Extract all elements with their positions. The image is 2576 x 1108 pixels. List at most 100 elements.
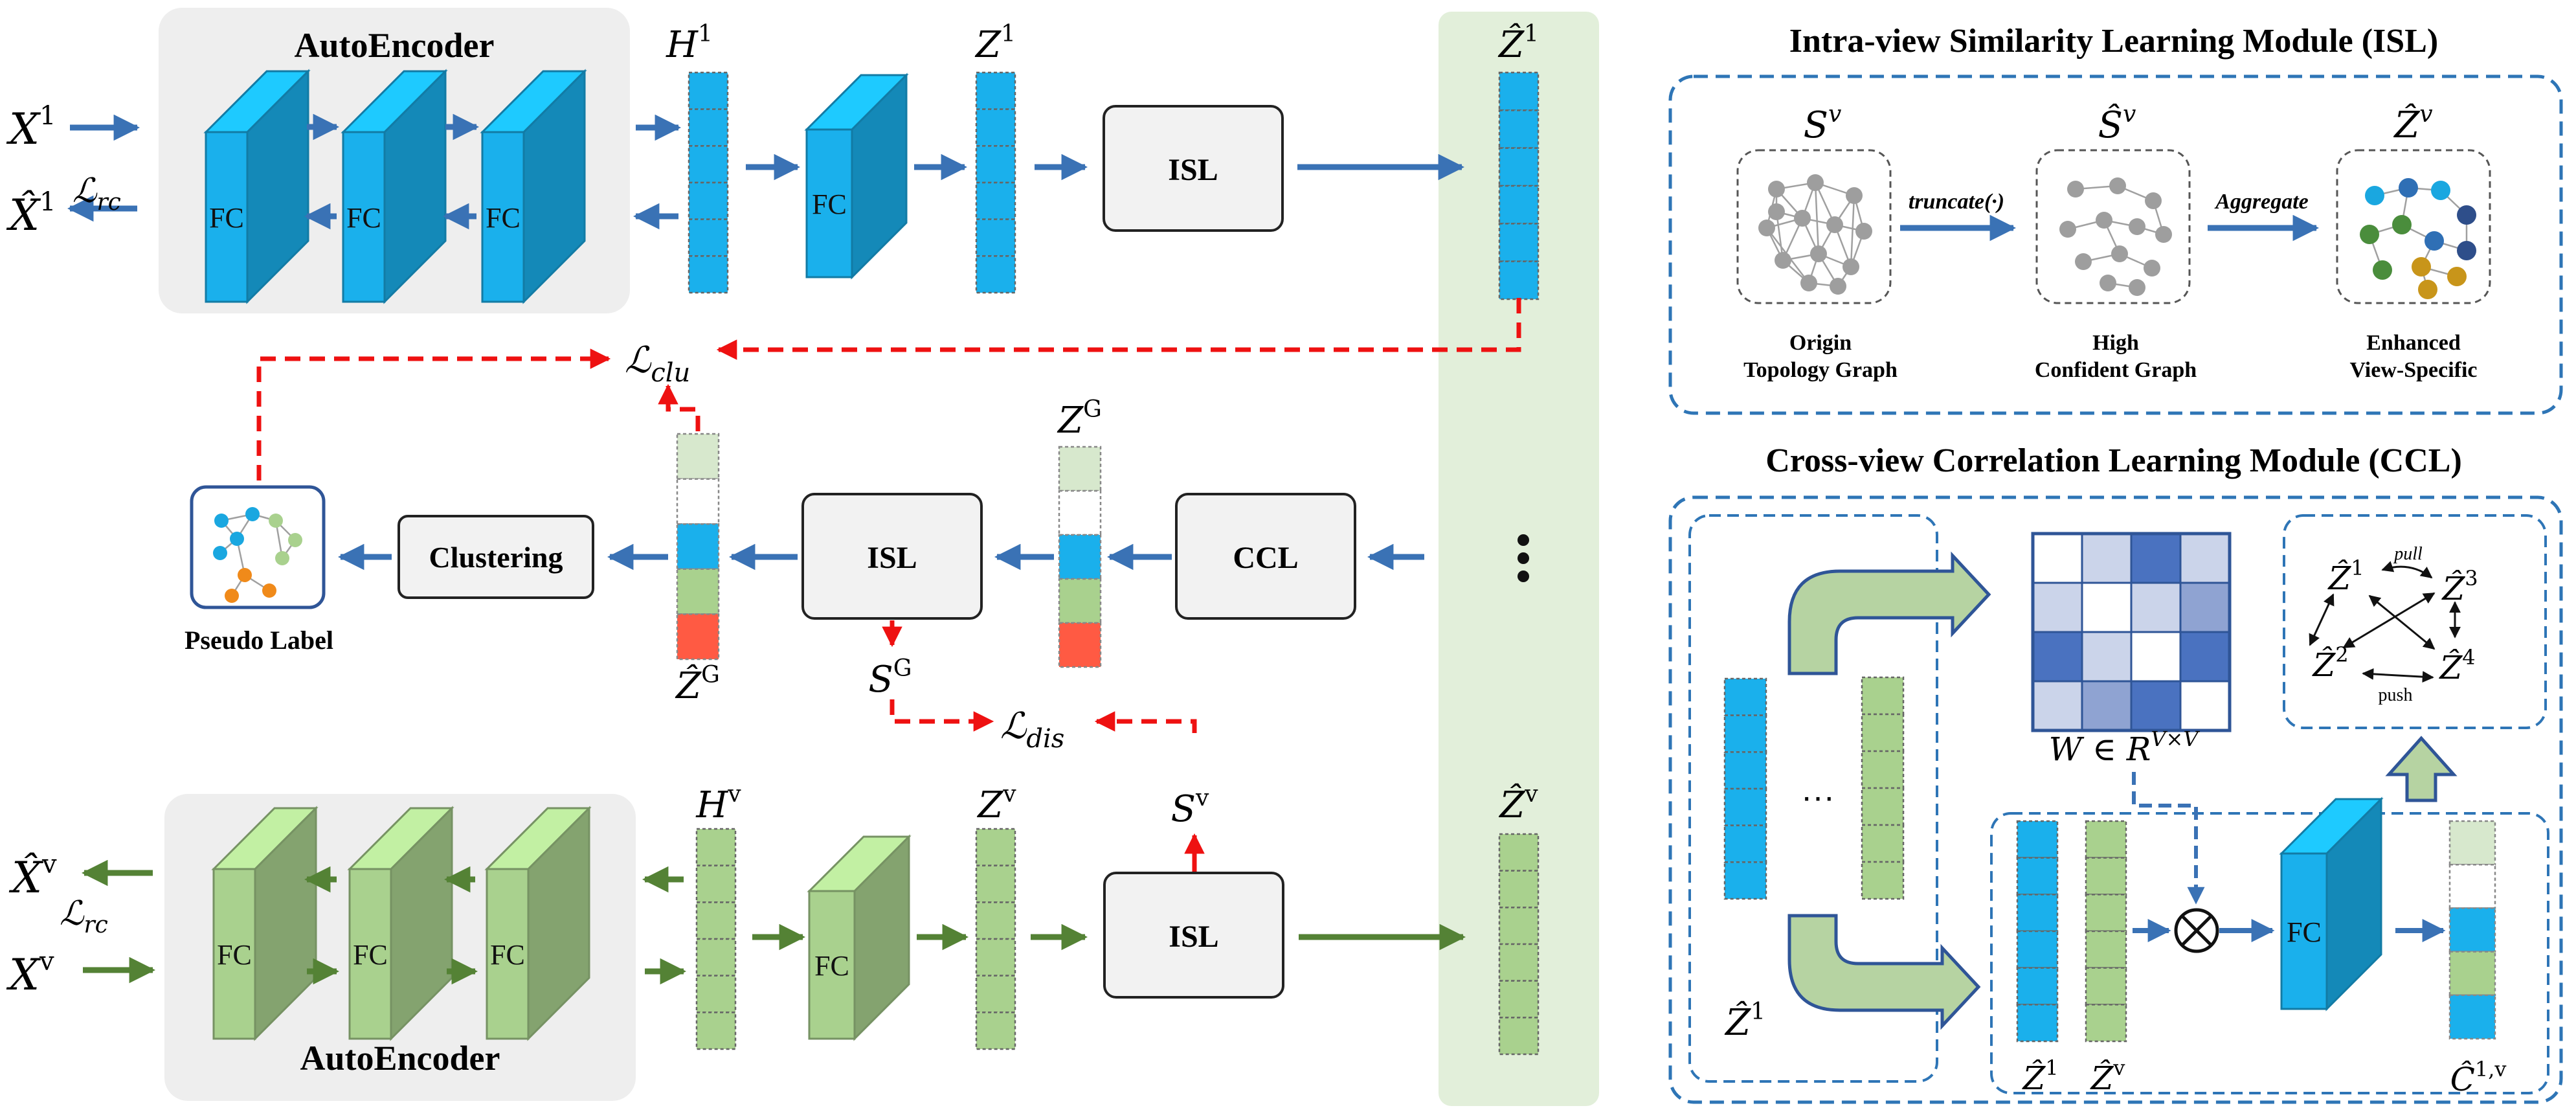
matrix-cell xyxy=(2130,532,2182,584)
graph-node xyxy=(275,551,289,565)
matrix-cell xyxy=(2032,631,2083,683)
graph-node xyxy=(1800,275,1817,291)
rel-pull-label: pull xyxy=(2393,544,2423,564)
isl-zhatv-label: Ẑv xyxy=(2393,101,2432,146)
vector-cell xyxy=(975,828,1016,866)
vector-cell xyxy=(1498,147,1540,187)
vector-cell xyxy=(2085,820,2127,859)
z1-vector xyxy=(975,71,1016,294)
c1v-label: Ĉ1,v xyxy=(2450,1057,2507,1098)
graph-node xyxy=(2365,186,2384,205)
matrix-cell xyxy=(2032,680,2083,732)
graph-node xyxy=(1768,181,1785,198)
matrix-border xyxy=(2031,532,2232,732)
zhatg-vector xyxy=(676,433,720,661)
pseudo-label-icon xyxy=(213,507,302,603)
vector-cell xyxy=(975,901,1016,940)
graph-node xyxy=(1842,258,1859,275)
xv-hat-label: X̂v xyxy=(8,850,57,903)
graph-node xyxy=(1775,252,1791,269)
vector-cell xyxy=(688,71,729,110)
vector-cell xyxy=(1861,713,1905,752)
isl-shatv-label: Ŝv xyxy=(2098,101,2136,146)
graph-edge xyxy=(1850,195,1855,267)
fusion-zv-vector xyxy=(2085,820,2127,1043)
loss-dis: ℒdis xyxy=(1000,705,1064,754)
graph-node xyxy=(2111,245,2128,262)
clustering-box xyxy=(398,515,594,599)
autoencoder-title-bottom: AutoEncoder xyxy=(300,1039,500,1078)
graph-node xyxy=(2129,218,2145,235)
fc-front-face xyxy=(2280,852,2328,1010)
isl-module-box xyxy=(1668,74,2563,415)
vector-cell xyxy=(975,975,1016,1013)
graph-node xyxy=(2447,267,2467,286)
sv-label: Sv xyxy=(1171,785,1209,830)
graph-node xyxy=(288,533,302,547)
truncate-label: truncate(·) xyxy=(1909,190,2004,214)
vector-cell xyxy=(975,1012,1016,1050)
fusion-zv-label: Ẑv xyxy=(2090,1056,2125,1097)
graph-node xyxy=(2425,231,2444,251)
zhat1-label: Ẑ1 xyxy=(1497,21,1539,66)
graph-node xyxy=(1826,216,1843,233)
graph-node xyxy=(2392,215,2412,234)
vector-cell xyxy=(1861,750,1905,789)
fusion-z1-label: Ẑ1 xyxy=(2021,1056,2058,1097)
vector-cell xyxy=(1058,534,1102,580)
rel-z2: Ẑ2 xyxy=(2311,642,2348,684)
graph-node xyxy=(213,546,227,560)
zhatg-label: ẐG xyxy=(675,662,720,707)
graph-node xyxy=(230,532,244,546)
top-fc-encoder: FC xyxy=(804,73,909,280)
rel-z1: Ẑ1 xyxy=(2327,556,2364,597)
confident-caption-2: Confident Graph xyxy=(2035,358,2197,382)
zg-vector xyxy=(1058,446,1102,668)
c1v-vector xyxy=(2448,820,2496,1040)
graph-node xyxy=(2144,260,2160,277)
vector-cell xyxy=(695,1012,737,1050)
graph-node xyxy=(2059,221,2076,238)
w-label: W ∈ RV×V xyxy=(2049,727,2201,768)
ccl-dots: ··· xyxy=(1801,778,1835,816)
vector-cell xyxy=(2016,894,2059,933)
graph-node xyxy=(2067,181,2084,198)
matrix-cell xyxy=(2179,582,2231,633)
vector-cell xyxy=(2448,863,2496,909)
vector-cell xyxy=(2016,857,2059,896)
vector-cell xyxy=(695,938,737,977)
vector-cell xyxy=(688,218,729,257)
autoencoder-title-top: AutoEncoder xyxy=(295,26,495,65)
zhat1-vector xyxy=(1498,71,1540,300)
zv-vector xyxy=(975,828,1016,1050)
vector-cell xyxy=(2085,967,2127,1006)
vector-cell xyxy=(2016,930,2059,969)
vector-cell xyxy=(2085,1004,2127,1043)
vector-cell xyxy=(2016,820,2059,859)
hv-label: Hv xyxy=(695,781,741,826)
graph-node xyxy=(1810,245,1827,262)
xv-label: Xv xyxy=(6,947,54,1000)
ccl-zv-vector xyxy=(1861,676,1905,900)
pseudo-label-caption: Pseudo Label xyxy=(185,626,333,655)
fc-front-face xyxy=(805,128,853,278)
graph-node xyxy=(1758,220,1775,236)
vector-cell xyxy=(975,865,1016,903)
ccl-module-title: Cross-view Correlation Learning Module (… xyxy=(1765,442,2462,479)
graph-node xyxy=(2373,260,2392,280)
vector-cell xyxy=(1723,714,1767,753)
vector-cell xyxy=(676,433,720,480)
vector-cell xyxy=(1498,943,1540,982)
graph-node xyxy=(225,589,239,603)
clu-dashed-path xyxy=(716,298,1521,360)
matrix-cell xyxy=(2081,631,2133,683)
vector-cell xyxy=(1861,861,1905,900)
fc-label: FC xyxy=(490,939,525,971)
rel-z3: Ẑ3 xyxy=(2441,566,2478,607)
graph-node xyxy=(269,514,283,528)
matrix-cell xyxy=(2179,631,2231,683)
graph-node xyxy=(2129,279,2145,296)
matrix-cell xyxy=(2081,582,2133,633)
